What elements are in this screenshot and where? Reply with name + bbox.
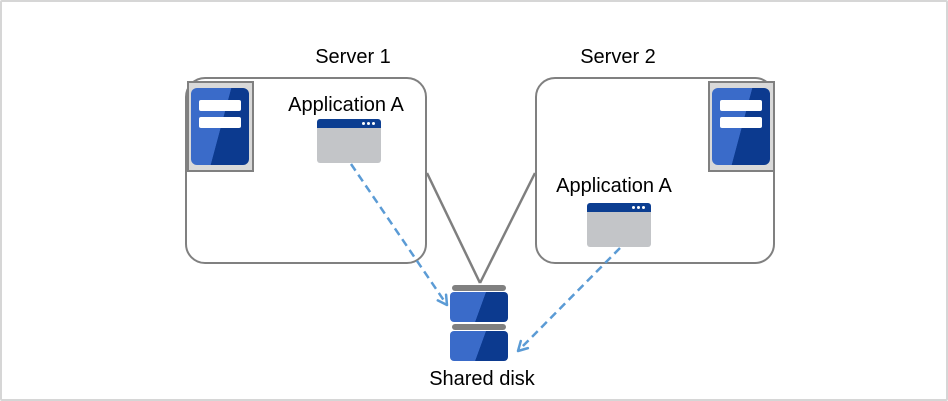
titlebar-dot: [362, 122, 365, 125]
server-drive-slot: [720, 117, 762, 128]
server-chassis: [712, 88, 770, 165]
server-drive-slot: [199, 117, 241, 128]
server-tower-icon: [708, 81, 775, 172]
server1-to-disk-line: [425, 172, 482, 284]
titlebar-dot: [367, 122, 370, 125]
server-chassis: [191, 88, 249, 165]
window-titlebar: [317, 119, 381, 128]
server-drive-slot: [199, 100, 241, 111]
server-tower-icon: [187, 81, 254, 172]
window-titlebar: [587, 203, 651, 212]
disk-segment: [450, 292, 508, 322]
window-body: [587, 212, 651, 247]
disk-cap: [452, 285, 506, 291]
disk-segment: [450, 331, 508, 361]
titlebar-dot: [642, 206, 645, 209]
application-window-icon: [587, 203, 651, 247]
application1-label: Application A: [288, 94, 404, 116]
titlebar-dot: [372, 122, 375, 125]
application-window-icon: [317, 119, 381, 163]
window-body: [317, 128, 381, 163]
server1-label: Server 1: [315, 46, 391, 68]
titlebar-dot: [637, 206, 640, 209]
application2-label: Application A: [556, 175, 672, 197]
disk-cap: [452, 324, 506, 330]
server2-label: Server 2: [580, 46, 656, 68]
titlebar-dot: [632, 206, 635, 209]
shared-disk-label: Shared disk: [429, 368, 535, 390]
server-drive-slot: [720, 100, 762, 111]
